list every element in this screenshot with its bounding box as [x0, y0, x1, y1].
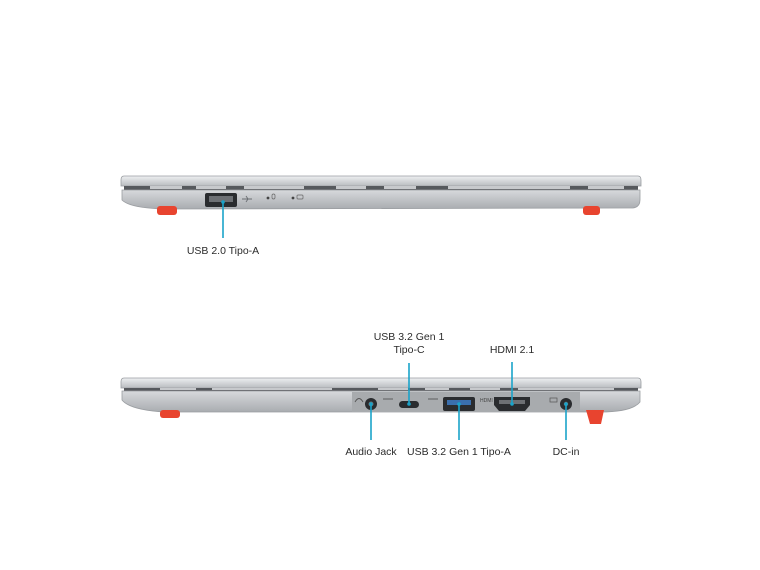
laptop-left-side: [120, 175, 642, 238]
dc-in-label: DC-in: [552, 446, 580, 458]
hdmi-label: HDMI 2.1: [489, 344, 535, 356]
audio-jack-callout-dot: [369, 402, 373, 406]
hdmi-icon: HDMI: [480, 398, 493, 404]
usb-2-0-label: USB 2.0 Tipo-A: [186, 245, 260, 257]
usb-2-0-callout-dot: [221, 200, 225, 204]
rubber-foot: [583, 206, 600, 215]
hdmi-callout-dot: [510, 402, 514, 406]
usb-c-label-line1: USB 3.2 Gen 1: [373, 331, 445, 343]
dc-in-callout-dot: [564, 402, 568, 406]
usb-c-callout-dot: [407, 402, 411, 406]
camera-indicator-icon: [291, 194, 304, 200]
usb-c-label-line2: Tipo-C: [393, 344, 425, 356]
usb-2-0-port: [205, 193, 252, 207]
usb-3-2-a-label: USB 3.2 Gen 1 Tipo-A: [407, 446, 511, 458]
rubber-foot: [160, 410, 180, 418]
headset-icon: [354, 398, 364, 403]
rubber-foot: [157, 206, 177, 215]
audio-jack-label: Audio Jack: [345, 446, 397, 458]
usb-3-2-a-callout-dot: [457, 402, 461, 406]
mic-indicator-icon: [266, 193, 276, 200]
usb-icon: [242, 195, 252, 203]
rubber-foot: [586, 410, 604, 424]
dc-power-icon: [549, 397, 558, 403]
laptop-right-side: HDMI: [120, 362, 642, 440]
usb-c-label: USB 3.2 Gen 1 Tipo-C: [359, 331, 459, 357]
